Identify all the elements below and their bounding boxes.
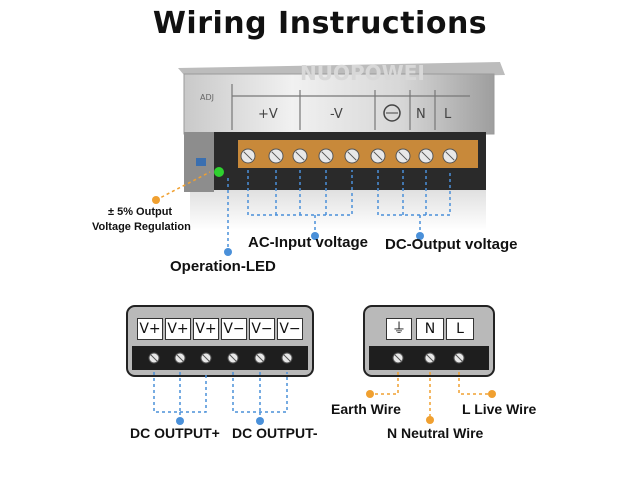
dc-screw-1-slot bbox=[150, 354, 158, 362]
ac-input-panel bbox=[363, 305, 495, 377]
dc-output-minus-label: DC OUTPUT- bbox=[232, 425, 318, 441]
plate-label-plus-v: +V bbox=[258, 107, 278, 122]
dc-cell-2: V+ bbox=[165, 318, 191, 340]
dc-screw-6-slot bbox=[283, 354, 291, 362]
plate-label-n: N bbox=[416, 107, 426, 122]
ac-cell-earth-icon: ⏚ bbox=[386, 318, 412, 340]
earth-wire-label: Earth Wire bbox=[331, 401, 401, 417]
dc-cell-1: V+ bbox=[137, 318, 163, 340]
brand-watermark: NUOPOWEI bbox=[300, 61, 425, 85]
terminal-screw-8-slot bbox=[421, 151, 431, 161]
regulation-label-line1: ± 5% Output bbox=[108, 206, 173, 218]
earth-icon bbox=[383, 104, 401, 122]
dc-output-label: DC-Output voltage bbox=[385, 236, 518, 253]
dc-screw-4-slot bbox=[229, 354, 237, 362]
ac-screw-1-slot bbox=[394, 354, 402, 362]
label-plate: NUOPOWEI ADJ +V -V N L bbox=[200, 61, 470, 130]
ac-cell-l: L bbox=[446, 318, 474, 340]
regulation-label-line2: Voltage Regulation bbox=[92, 221, 191, 233]
dc-output-plus-label: DC OUTPUT+ bbox=[130, 425, 220, 441]
dc-screw-3-slot bbox=[202, 354, 210, 362]
ac-screw-2-slot bbox=[426, 354, 434, 362]
plate-label-l: L bbox=[444, 107, 452, 122]
dc-output-panel bbox=[126, 305, 314, 377]
terminal-screw-5-slot bbox=[347, 151, 357, 161]
terminal-screw-4-slot bbox=[321, 151, 331, 161]
dc-cell-3: V+ bbox=[193, 318, 219, 340]
photo-leaders bbox=[227, 170, 451, 250]
dc-cell-4: V− bbox=[221, 318, 247, 340]
terminal-screw-9-slot bbox=[445, 151, 455, 161]
operation-led-label: Operation-LED bbox=[170, 258, 276, 275]
terminal-screw-1-slot bbox=[243, 151, 253, 161]
neutral-wire-label: N Neutral Wire bbox=[387, 425, 484, 441]
terminal-screw-6-slot bbox=[373, 151, 383, 161]
dc-screw-2-slot bbox=[176, 354, 184, 362]
dc-screw-5-slot bbox=[256, 354, 264, 362]
dc-cell-5: V− bbox=[249, 318, 275, 340]
terminal-screw-7-slot bbox=[398, 151, 408, 161]
dc-leaders bbox=[153, 372, 288, 420]
adj-label: ADJ bbox=[200, 93, 214, 102]
page-title: Wiring Instructions bbox=[152, 6, 488, 41]
dc-cell-6: V− bbox=[277, 318, 303, 340]
ac-leaders bbox=[372, 372, 490, 418]
live-wire-label: L Live Wire bbox=[462, 401, 537, 417]
ac-screw-3-slot bbox=[455, 354, 463, 362]
ac-input-label: AC-Input voltage bbox=[248, 234, 368, 251]
terminal-screw-2-slot bbox=[271, 151, 281, 161]
ac-cell-n: N bbox=[416, 318, 444, 340]
terminal-screws bbox=[240, 148, 458, 164]
plate-label-minus-v: -V bbox=[330, 107, 343, 122]
terminal-screw-3-slot bbox=[295, 151, 305, 161]
operation-led-indicator bbox=[214, 167, 224, 177]
